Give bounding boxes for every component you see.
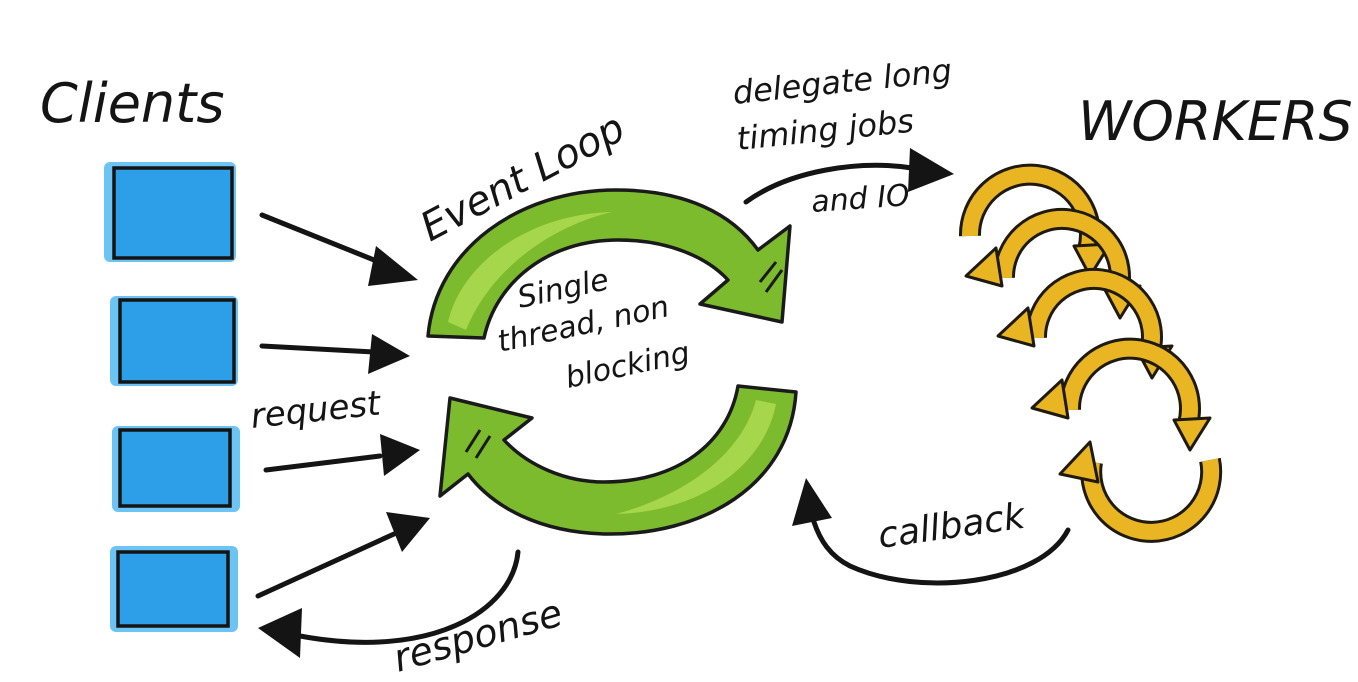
request-label: request [249,383,384,437]
worker-spinner-4 [1030,337,1212,452]
delegate-label-line-2: timing jobs [735,102,916,158]
worker-spinner-2 [964,207,1142,320]
loop-center-line-3: blocking [562,335,693,395]
delegate-label-line-1: delegate long [731,51,954,112]
request-arrow-3 [263,434,420,476]
client-box-2 [110,296,238,386]
client-box-1 [104,162,236,262]
worker-spinner-5 [1058,440,1223,543]
callback-label: callback [876,495,1030,556]
event-loop-upper-arrow [426,188,792,340]
clients-title: Clients [40,72,224,135]
event-loop-cycle [426,188,798,536]
delegate-label-line-3: and IO [810,178,911,220]
delegate-arrow [743,148,954,205]
worker-spinner-3 [996,267,1174,380]
worker-spinners [958,163,1223,543]
client-box-3 [112,426,240,512]
request-arrow-2 [259,334,410,374]
request-arrow-4 [255,512,430,599]
request-arrow-1 [259,212,418,286]
callback-arrow [792,478,1071,586]
response-label: response [388,591,567,681]
event-loop-lower-arrow [438,384,798,536]
client-box-4 [110,546,238,632]
workers-title: WORKERS [1078,90,1353,153]
response-arrow [258,549,521,658]
